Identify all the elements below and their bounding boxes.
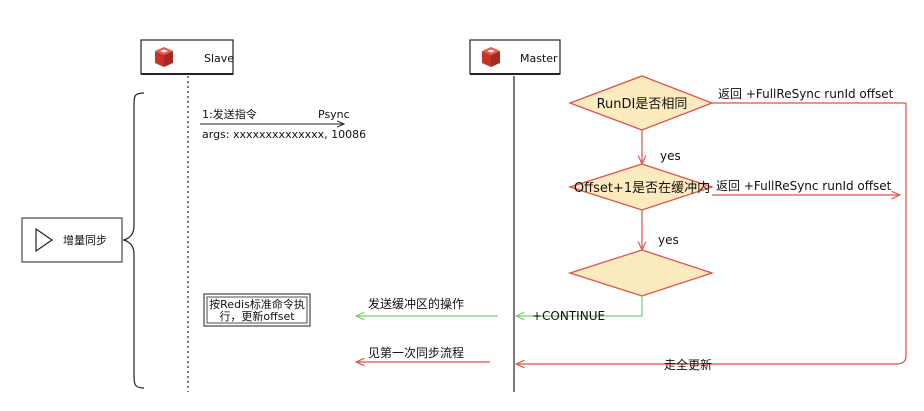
slave-request: 1:发送指令 Psync args: xxxxxxxxxxxxxx, 10086 (200, 107, 366, 141)
first-sync-label: 见第一次同步流程 (368, 345, 464, 360)
master-participant: Master (469, 39, 561, 75)
phase-box: 增量同步 (21, 217, 123, 263)
master-label: Master (520, 52, 558, 65)
redis-logo-icon (482, 47, 500, 67)
full-update-label: 走全更新 (664, 357, 712, 372)
slave-participant: Slave (140, 39, 234, 75)
decision-runid-label: RunDI是否相同 (597, 97, 688, 112)
phase-label: 增量同步 (63, 233, 107, 247)
continue-label: +CONTINUE (532, 309, 605, 323)
request-command-label: Psync (318, 108, 350, 121)
phase-brace (122, 92, 145, 389)
decision-third (567, 249, 715, 297)
decision-runid: RunDI是否相同 (568, 75, 714, 131)
offset-fail-label: 返回 +FullReSync runId offset (716, 179, 892, 193)
slave-action-line1: 按Redis标准命令执 (209, 297, 305, 311)
decision-offset: Offset+1是否在缓冲内 (567, 163, 715, 211)
request-step-label: 1:发送指令 (202, 107, 257, 121)
send-buffer-label: 发送缓冲区的操作 (368, 296, 464, 311)
decision-offset-label: Offset+1是否在缓冲内 (574, 180, 710, 196)
yes-label-2: yes (658, 233, 679, 247)
runid-fail-label: 返回 +FullReSync runId offset (718, 87, 894, 101)
slave-action-line2: 行，更新offset (219, 309, 295, 323)
redis-logo-icon (155, 47, 173, 67)
request-args-label: args: xxxxxxxxxxxxxx, 10086 (202, 128, 366, 141)
slave-action-box: 按Redis标准命令执 行，更新offset (203, 293, 311, 327)
slave-label: Slave (204, 52, 234, 65)
play-triangle-icon (35, 227, 54, 253)
yes-label-1: yes (660, 149, 681, 163)
